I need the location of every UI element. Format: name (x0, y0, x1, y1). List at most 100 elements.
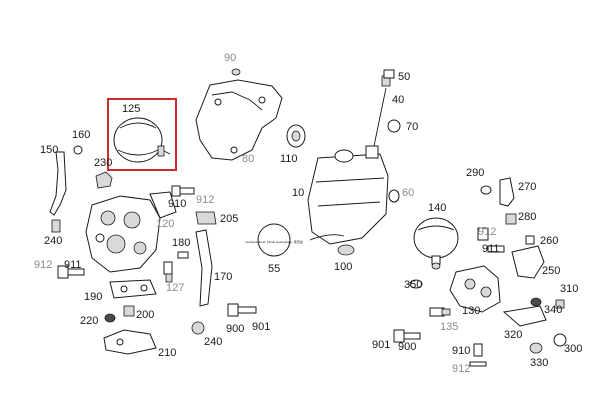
cap-50 (383, 69, 395, 79)
grommet-70 (387, 119, 401, 133)
bracket-210 (103, 329, 157, 355)
bracket-190 (109, 279, 157, 299)
plate-205 (195, 211, 217, 225)
label-10: 10 (292, 187, 304, 199)
label-127: 127 (166, 282, 184, 294)
label-912-c: 912 (34, 259, 52, 271)
clip-180 (177, 251, 189, 259)
accumulator-125 (113, 117, 171, 163)
label-50: 50 (398, 71, 410, 83)
grommet-300 (553, 333, 567, 347)
washer-340 (530, 297, 542, 307)
label-80: 80 (242, 153, 254, 165)
washer-90 (231, 68, 241, 76)
label-310: 310 (560, 283, 578, 295)
label-910-a: 910 (168, 198, 186, 210)
highlight-frame (107, 98, 177, 171)
label-90: 90 (224, 52, 236, 64)
bracket-270 (480, 177, 515, 207)
label-60: 60 (402, 187, 414, 199)
label-340: 340 (544, 304, 562, 316)
label-320: 320 (504, 329, 522, 341)
label-900-b: 900 (398, 341, 416, 353)
grommet-110 (286, 124, 306, 148)
bracket-120 (149, 191, 177, 219)
nut-280 (505, 213, 517, 225)
bracket-320 (502, 305, 547, 327)
rubber-mount-230 (95, 171, 113, 189)
grommet-240-mid (191, 321, 205, 335)
label-330: 330 (530, 357, 548, 369)
label-900-a: 900 (226, 323, 244, 335)
label-270: 270 (518, 181, 536, 193)
fitting-910-top (171, 185, 195, 197)
label-200: 200 (136, 309, 154, 321)
label-350: 350 (404, 279, 422, 291)
label-240-a: 240 (44, 235, 62, 247)
label-70: 70 (406, 121, 418, 133)
label-110: 110 (280, 153, 298, 165)
label-205: 205 (220, 213, 238, 225)
label-55: 55 (268, 263, 280, 275)
valve-block-130 (449, 265, 501, 313)
bracket-150 (49, 151, 67, 216)
nut-200 (123, 305, 135, 317)
label-190: 190 (84, 291, 102, 303)
fitting-910-912-low (469, 343, 487, 367)
fitting-900-901-mid (227, 303, 257, 317)
label-230: 230 (94, 157, 112, 169)
label-250: 250 (542, 265, 560, 277)
label-130: 130 (462, 305, 480, 317)
accumulator-140 (413, 217, 459, 270)
dipstick-40 (373, 75, 391, 147)
label-160: 160 (72, 129, 90, 141)
washer-160 (73, 145, 83, 155)
pump-housing (85, 195, 161, 273)
bolt-310 (555, 299, 565, 309)
fitting-900-901-low (393, 329, 421, 343)
stud-240-left (51, 219, 61, 233)
label-912-d: 912 (452, 363, 470, 375)
label-100: 100 (334, 261, 352, 273)
label-220: 220 (80, 315, 98, 327)
clip-350 (409, 279, 423, 289)
label-150: 150 (40, 144, 58, 156)
label-180: 180 (172, 237, 190, 249)
label-240-b: 240 (204, 336, 222, 348)
fitting-260 (525, 235, 535, 245)
label-135: 135 (440, 321, 458, 333)
bracket-170 (195, 229, 213, 307)
fluid-label-55: Hydraulic Fluid, Fluide Hydraulique, 液压油 (245, 223, 303, 257)
sensor-135 (429, 307, 451, 317)
label-120: 120 (156, 218, 174, 230)
label-280: 280 (518, 211, 536, 223)
bracket-80 (195, 79, 283, 161)
fitting-911-right (477, 227, 505, 253)
label-140: 140 (428, 202, 446, 214)
label-901-b: 901 (372, 339, 390, 351)
label-125: 125 (122, 103, 140, 115)
label-170: 170 (214, 271, 232, 283)
label-911-b: 911 (64, 259, 82, 271)
cap-60 (388, 189, 400, 203)
label-910-b: 910 (452, 345, 470, 357)
fitting-911-left (57, 265, 85, 279)
label-40: 40 (392, 94, 404, 106)
clip-100 (337, 244, 355, 256)
label-912-a: 912 (196, 194, 214, 206)
washer-220 (104, 313, 116, 323)
pressure-switch-127 (163, 261, 173, 283)
label-210: 210 (158, 347, 176, 359)
label-290: 290 (466, 167, 484, 179)
label-901-a: 901 (252, 321, 270, 333)
grommet-330 (529, 342, 543, 354)
label-911-a: 911 (482, 243, 500, 255)
reservoir-10 (307, 145, 389, 245)
stamp-text: Hydraulic Fluid, Fluide Hydraulique, 液压油 (245, 239, 302, 244)
label-300: 300 (564, 343, 582, 355)
hose-line (309, 234, 345, 241)
bracket-250 (511, 245, 545, 279)
label-912-b: 912 (478, 226, 496, 238)
